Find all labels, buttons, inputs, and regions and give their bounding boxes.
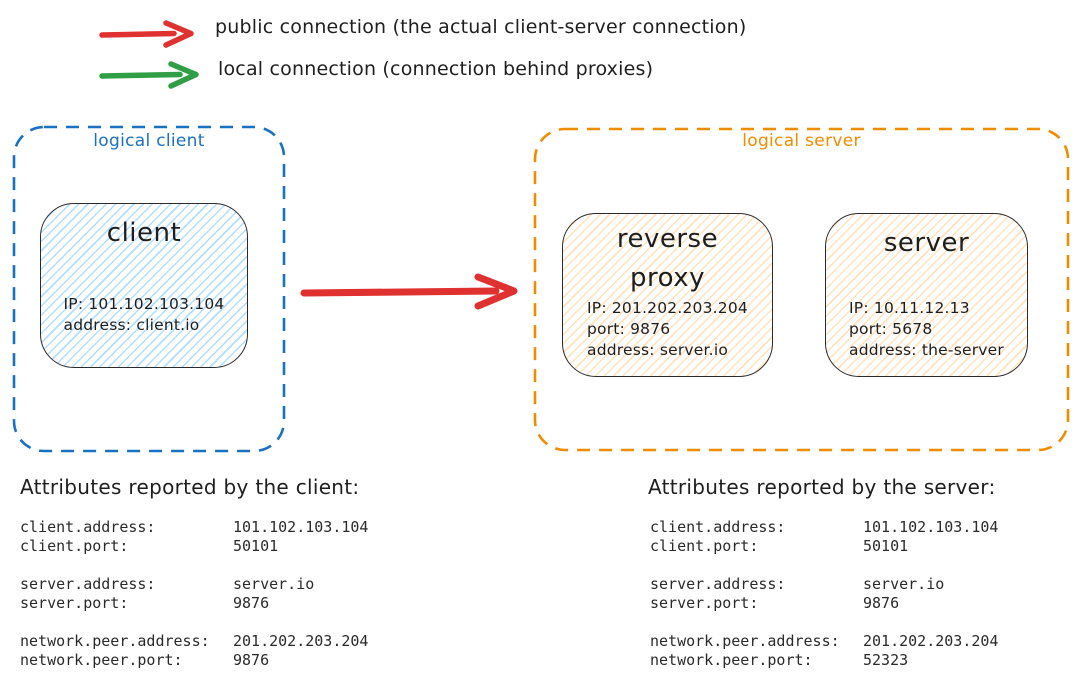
attribute-value: 9876 (233, 594, 270, 612)
logical-client-border (12, 125, 286, 453)
attribute-key: server.port: (20, 594, 129, 612)
attribute-row: network.peer.port: 9876 (20, 651, 368, 670)
attribute-row: server.port: 9876 (20, 594, 368, 613)
local-connection-arrow-icon (99, 61, 199, 89)
client-node-title: client (106, 218, 182, 248)
reverse-proxy-node: reverse proxy IP: 201.202.203.204 port: … (562, 213, 773, 377)
attribute-key: client.port: (650, 537, 759, 555)
logical-server-border (533, 127, 1070, 452)
client-node-details: IP: 101.102.103.104 address: client.io (41, 294, 247, 336)
attribute-value: 101.102.103.104 (233, 518, 369, 536)
server-attributes-heading: Attributes reported by the server: (648, 475, 996, 499)
reverse-proxy-port: port: 9876 (587, 320, 671, 338)
reverse-proxy-address: address: server.io (587, 341, 729, 359)
server-address: address: the-server (849, 341, 1004, 359)
legend-label-public: public connection (the actual client-ser… (215, 16, 747, 38)
server-node-details: IP: 10.11.12.13 port: 5678 address: the-… (826, 298, 1027, 361)
attribute-group: client.address: 101.102.103.104 client.po… (20, 518, 368, 556)
client-attributes-heading: Attributes reported by the client: (20, 475, 360, 499)
attribute-value: 101.102.103.104 (863, 518, 999, 536)
client-node: client IP: 101.102.103.104 address: clie… (40, 203, 248, 368)
logical-client-label: logical client (93, 131, 205, 151)
attribute-value: 9876 (233, 651, 270, 669)
attribute-row: network.peer.port: 52323 (650, 651, 998, 670)
server-port: port: 5678 (849, 320, 933, 338)
attribute-key: network.peer.port: (650, 651, 813, 669)
attribute-value: server.io (863, 575, 945, 593)
client-ip: IP: 101.102.103.104 (63, 295, 225, 313)
attribute-key: network.peer.address: (650, 632, 840, 650)
legend-label-local: local connection (connection behind prox… (218, 58, 654, 80)
attribute-key: server.address: (20, 575, 156, 593)
attribute-row: network.peer.address: 201.202.203.204 (20, 632, 368, 651)
attribute-row: server.address: server.io (20, 575, 368, 594)
server-node: server IP: 10.11.12.13 port: 5678 addres… (825, 213, 1028, 377)
reverse-proxy-ip: IP: 201.202.203.204 (587, 299, 748, 317)
attribute-group: client.address: 101.102.103.104 client.po… (650, 518, 998, 556)
client-attributes-rows: client.address: 101.102.103.104 client.po… (20, 518, 368, 689)
attribute-key: client.address: (20, 518, 156, 536)
reverse-proxy-node-title: reverse proxy (616, 224, 719, 293)
attribute-group: network.peer.address: 201.202.203.204 net… (20, 632, 368, 670)
server-ip: IP: 10.11.12.13 (849, 299, 970, 317)
attribute-value: 201.202.203.204 (233, 632, 369, 650)
attribute-key: network.peer.port: (20, 651, 183, 669)
attribute-value: 50101 (233, 537, 279, 555)
public-connection-arrow-icon (99, 20, 194, 48)
attribute-group: network.peer.address: 201.202.203.204 net… (650, 632, 998, 670)
attribute-row: client.address: 101.102.103.104 (650, 518, 998, 537)
client-address: address: client.io (63, 316, 200, 334)
attribute-row: server.address: server.io (650, 575, 998, 594)
attribute-value: 50101 (863, 537, 909, 555)
attribute-value: 52323 (863, 651, 909, 669)
attribute-value: 9876 (863, 594, 900, 612)
attribute-key: server.port: (650, 594, 759, 612)
attribute-row: client.port: 50101 (20, 537, 368, 556)
server-node-title: server (883, 228, 970, 258)
attribute-group: server.address: server.io server.port: 987… (650, 575, 998, 613)
attribute-row: client.port: 50101 (650, 537, 998, 556)
client-to-server-arrow (300, 273, 518, 310)
attribute-row: server.port: 9876 (650, 594, 998, 613)
attribute-key: network.peer.address: (20, 632, 210, 650)
attribute-value: server.io (233, 575, 315, 593)
server-attributes-rows: client.address: 101.102.103.104 client.po… (650, 518, 998, 689)
logical-server-label: logical server (742, 131, 861, 151)
attribute-key: client.address: (650, 518, 786, 536)
attribute-row: network.peer.address: 201.202.203.204 (650, 632, 998, 651)
attribute-group: server.address: server.io server.port: 987… (20, 575, 368, 613)
attribute-row: client.address: 101.102.103.104 (20, 518, 368, 537)
attribute-key: client.port: (20, 537, 129, 555)
attribute-value: 201.202.203.204 (863, 632, 999, 650)
reverse-proxy-node-details: IP: 201.202.203.204 port: 9876 address: … (563, 298, 772, 361)
attribute-key: server.address: (650, 575, 786, 593)
